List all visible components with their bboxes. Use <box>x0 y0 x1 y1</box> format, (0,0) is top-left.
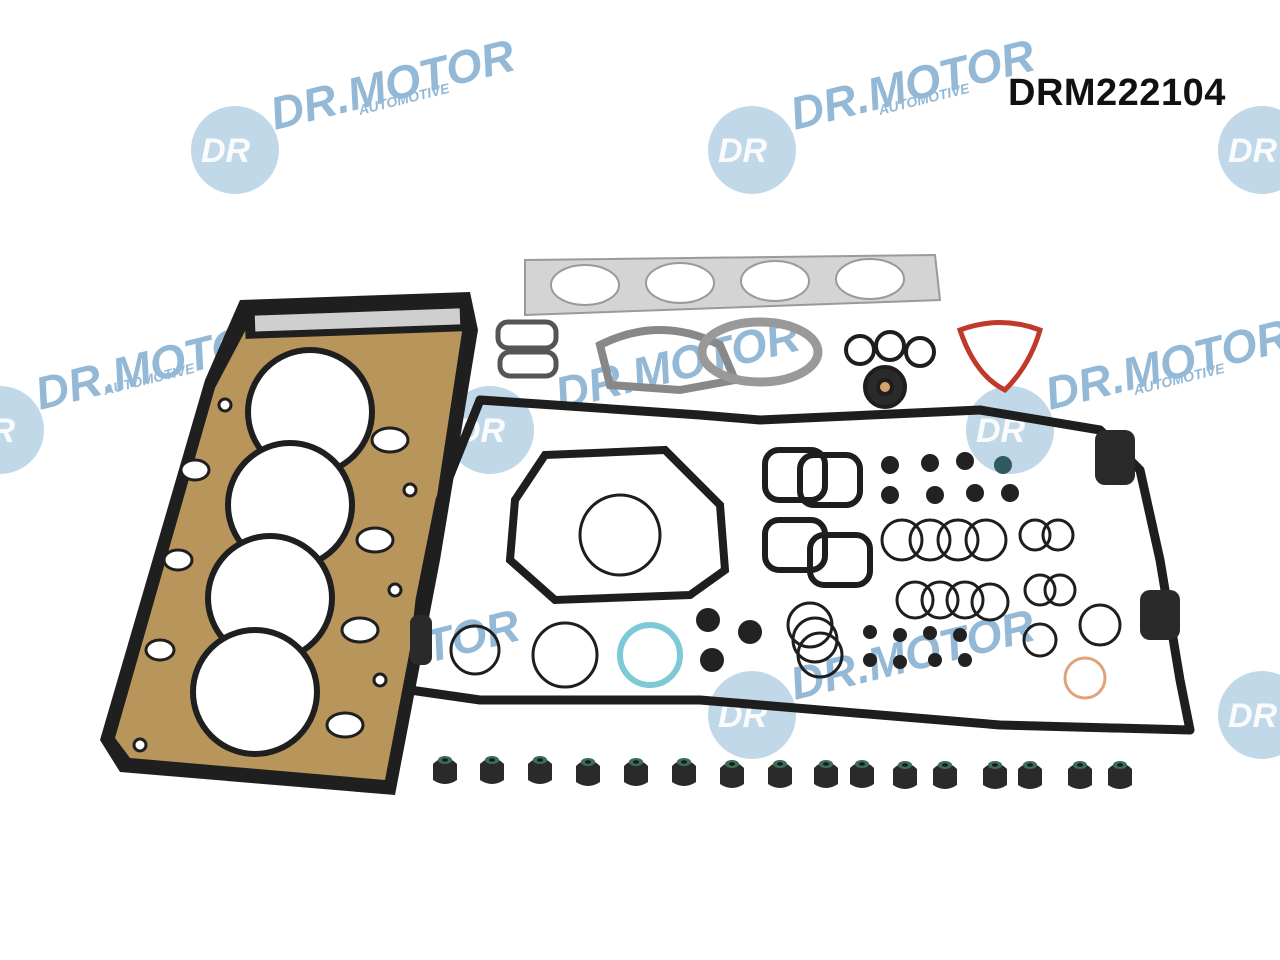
part-number-label: DRM222104 <box>1008 72 1226 114</box>
watermark-brand-text: DR.MOTOR <box>1040 309 1280 420</box>
copper-washer <box>1063 656 1107 700</box>
small-flange-gaskets <box>495 317 823 395</box>
exhaust-manifold-gasket <box>524 253 942 317</box>
watermark-brand-text: DR.MOTOR <box>785 29 1040 140</box>
o-rings-top <box>844 330 936 409</box>
valve-stem-seals <box>433 756 1132 789</box>
small-seals <box>696 452 1019 672</box>
o-ring-cluster <box>449 518 1122 689</box>
large-o-ring <box>578 493 662 577</box>
teal-seal <box>617 622 683 688</box>
intake-seals <box>762 447 873 588</box>
watermark-brand-text: DR.MOTOR <box>265 29 520 140</box>
red-seal <box>956 320 1044 394</box>
timing-cover-gasket <box>505 445 730 605</box>
valve-cover-gasket-tabs <box>410 430 1180 665</box>
cylinder-head-gasket <box>100 292 478 795</box>
